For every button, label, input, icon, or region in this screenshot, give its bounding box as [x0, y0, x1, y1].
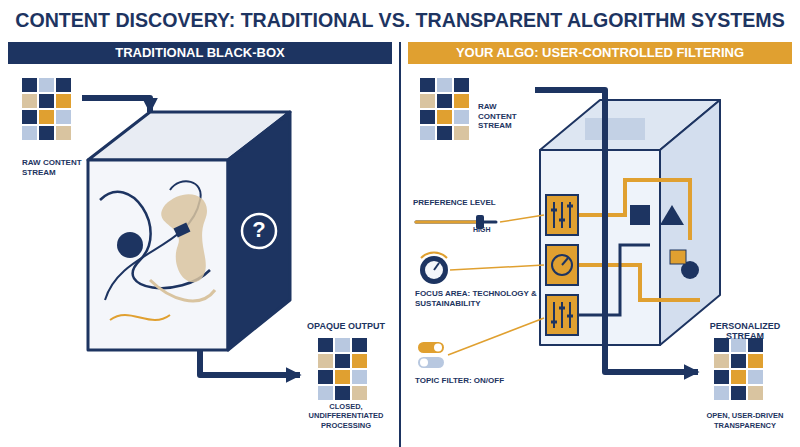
panel: YOUR ALGO: USER-CONTROLLED FILTERING RAW … — [408, 42, 792, 447]
output-stream: OPAQUE OUTPUT CLOSED, UNDIFFERENTIATED PR… — [300, 322, 392, 430]
node-label: YOUR ALGO: USER-CONTROLLED FILTERING — [408, 42, 792, 64]
node-note: HIGH — [413, 225, 538, 235]
node-label: ? — [247, 217, 271, 243]
node-label: FOCUS AREA: TECHNOLOGY & SUSTAINABILITY — [415, 289, 538, 308]
node-label: RAW CONTENT STREAM — [478, 102, 535, 131]
flow-arrow — [82, 98, 150, 112]
node-label: PERSONALIZED STREAM — [698, 322, 792, 341]
black-box-cube: ? — [88, 112, 300, 350]
node-note: CLOSED, UNDIFFERENTIATED PROCESSING — [300, 402, 392, 431]
content-stream: RAW CONTENT STREAM — [418, 76, 535, 137]
node-note: OPEN, USER-DRIVEN TRANSPARENCY — [698, 411, 792, 430]
node-label: TOPIC FILTER: ON/OFF — [415, 376, 538, 386]
output-stream: PERSONALIZED STREAM OPEN, USER-DRIVEN TRA… — [698, 322, 792, 430]
flow-arrow — [535, 90, 698, 372]
diagram-title: CONTENT DISCOVERY: TRADITIONAL VS. TRANS… — [8, 9, 792, 32]
node-label: PREFERENCE LEVEL — [413, 198, 538, 208]
node-label: TRADITIONAL BLACK-BOX — [8, 42, 392, 64]
panel: TRADITIONAL BLACK-BOX RAW CONTENT STREAM?… — [8, 42, 392, 447]
node-label: OPAQUE OUTPUT — [300, 322, 392, 332]
toggle-control: TOPIC FILTER: ON/OFF — [413, 335, 538, 386]
flow-arrow — [200, 350, 300, 375]
node-label: RAW CONTENT STREAM — [22, 158, 82, 177]
content-stream: RAW CONTENT STREAM — [20, 76, 82, 177]
slider-control: PREFERENCE LEVEL HIGH — [413, 198, 538, 234]
dial-control: FOCUS AREA: TECHNOLOGY & SUSTAINABILITY — [413, 252, 538, 308]
